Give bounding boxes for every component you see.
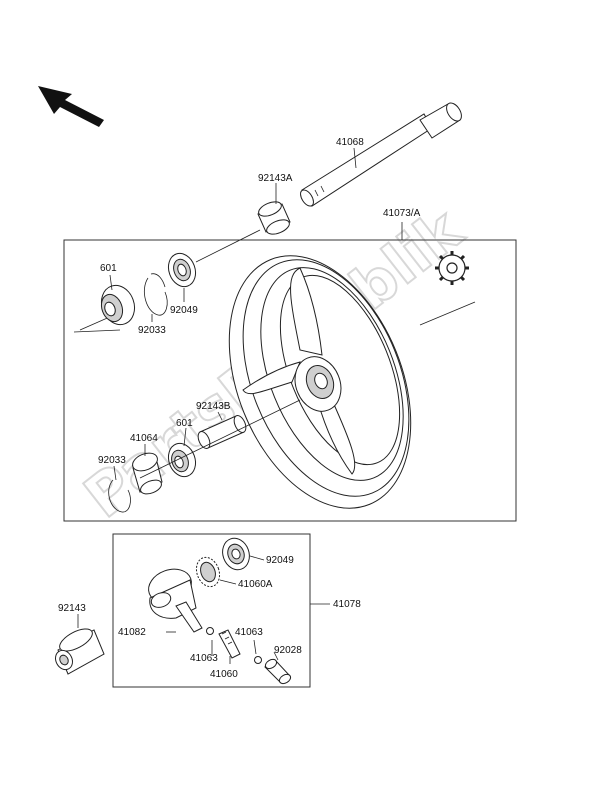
label-92033-lower: 92033 bbox=[98, 455, 126, 466]
collar-41064 bbox=[132, 452, 163, 495]
gear-icon bbox=[435, 251, 469, 285]
label-92049-top: 92049 bbox=[170, 305, 198, 316]
washer-92028 bbox=[264, 658, 292, 685]
label-41073a: 41073/A bbox=[383, 208, 421, 219]
label-41063-b: 41063 bbox=[190, 653, 218, 664]
bushing-41063-a bbox=[206, 627, 214, 635]
label-41060a: 41060A bbox=[238, 579, 273, 590]
gear-41060a bbox=[195, 556, 221, 588]
spacer-92143b bbox=[197, 415, 247, 449]
label-92049-lower: 92049 bbox=[266, 555, 294, 566]
oil-seal-92049-lower bbox=[222, 537, 250, 571]
label-41068: 41068 bbox=[336, 137, 364, 148]
label-41060: 41060 bbox=[210, 669, 238, 680]
pinion-41060 bbox=[218, 629, 241, 659]
label-41078: 41078 bbox=[333, 599, 361, 610]
circlip-92033-top bbox=[144, 273, 168, 316]
label-92143b: 92143B bbox=[196, 401, 231, 412]
bearing-601-top bbox=[100, 284, 136, 326]
hub-assembly-box bbox=[112, 533, 311, 688]
label-92033-top: 92033 bbox=[138, 325, 166, 336]
label-601-top: 601 bbox=[100, 263, 117, 274]
leader-lines bbox=[77, 147, 403, 664]
bushing-41063-b bbox=[254, 656, 262, 664]
label-601-lower: 601 bbox=[176, 418, 193, 429]
wheel-assembly-box bbox=[63, 239, 517, 522]
label-92143a: 92143A bbox=[258, 173, 293, 184]
circlip-92033-lower bbox=[108, 479, 131, 513]
bearing-601-lower bbox=[167, 442, 197, 478]
label-92143: 92143 bbox=[58, 603, 86, 614]
spacer-92143 bbox=[55, 628, 105, 675]
oil-seal-92049-top bbox=[167, 252, 197, 288]
spacer-92143a bbox=[257, 201, 291, 235]
label-41082: 41082 bbox=[118, 627, 146, 638]
speedometer-housing bbox=[148, 568, 203, 633]
label-41063-a: 41063 bbox=[235, 627, 263, 638]
axle bbox=[300, 102, 462, 207]
direction-arrow-icon bbox=[38, 86, 104, 127]
label-41064: 41064 bbox=[130, 433, 158, 444]
wheel-rim bbox=[228, 255, 412, 509]
label-92028: 92028 bbox=[274, 645, 302, 656]
